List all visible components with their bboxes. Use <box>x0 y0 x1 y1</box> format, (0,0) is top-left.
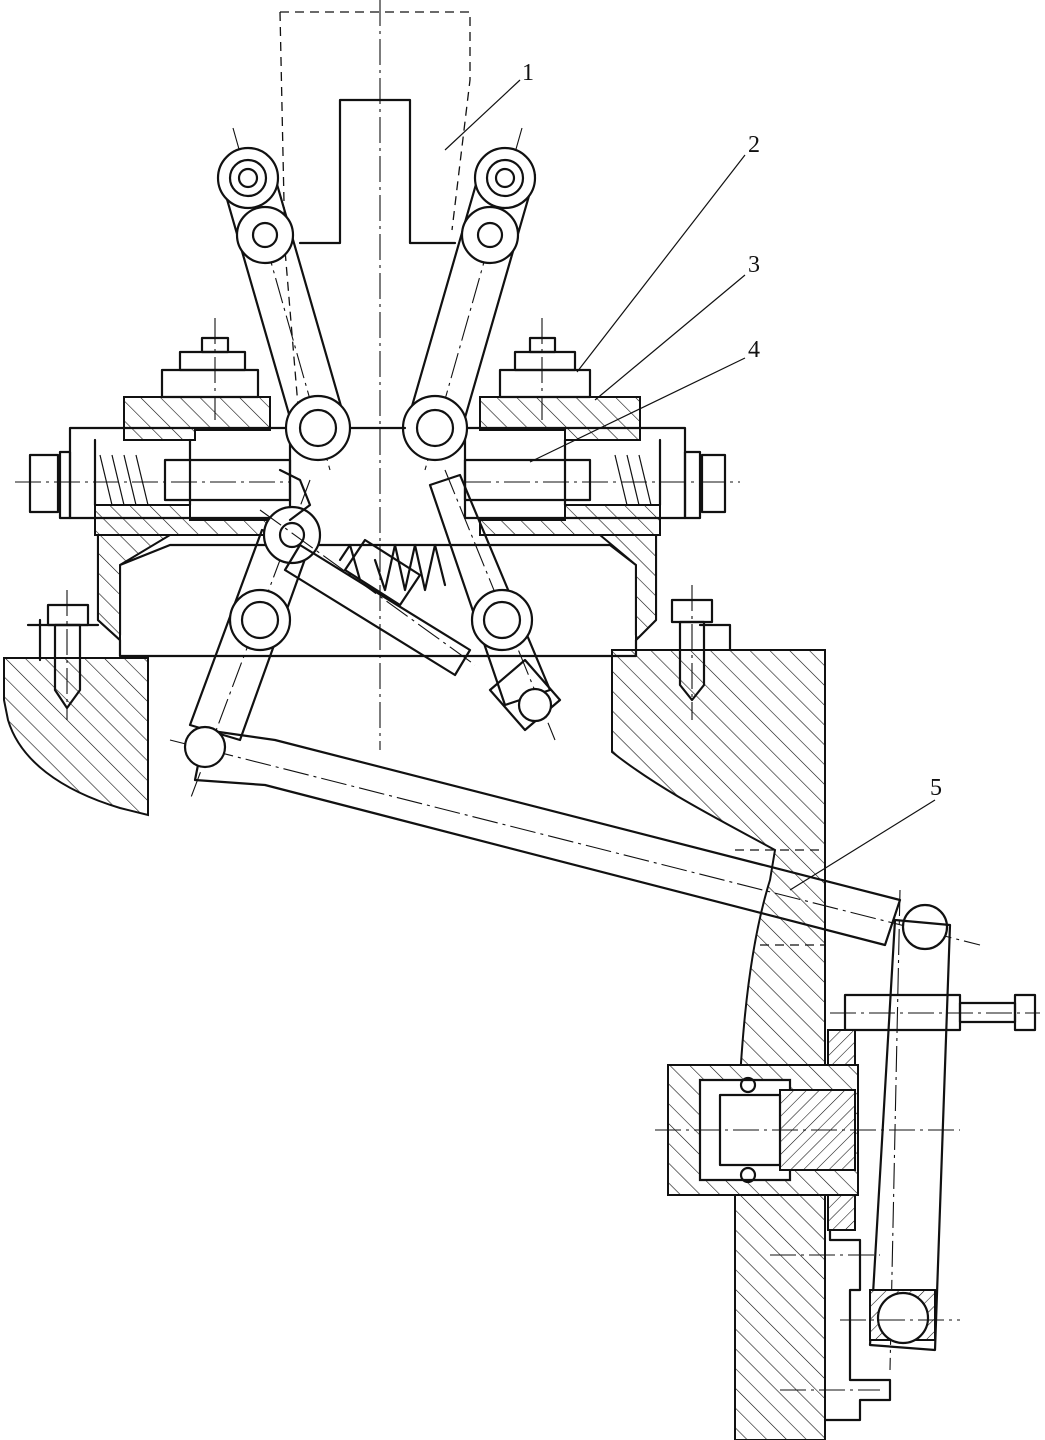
cylinder-body <box>655 1029 960 1231</box>
left-diagonal-rod <box>259 468 476 677</box>
callout-3: 3 <box>748 252 760 278</box>
left-top-bolt <box>160 318 260 420</box>
callout-1: 1 <box>522 60 534 86</box>
left-foot-bolt <box>46 590 90 720</box>
right-slider-housing <box>463 396 740 536</box>
left-base-block <box>3 657 149 817</box>
right-lever-arm <box>840 889 960 1371</box>
top-ram <box>279 0 471 750</box>
adjusting-screw <box>830 993 1040 1032</box>
leader-lines <box>444 79 936 891</box>
right-lower-link <box>428 469 562 741</box>
center-housing <box>26 533 732 662</box>
callout-5: 5 <box>930 775 942 801</box>
callout-4: 4 <box>748 337 760 363</box>
left-slider-housing <box>15 396 292 536</box>
center-spring <box>338 543 447 592</box>
long-connecting-rod <box>169 725 981 951</box>
right-foot-bolt <box>670 585 714 720</box>
callout-2: 2 <box>748 132 760 158</box>
right-top-bolt <box>498 318 592 420</box>
right-frame-block <box>611 649 826 1440</box>
